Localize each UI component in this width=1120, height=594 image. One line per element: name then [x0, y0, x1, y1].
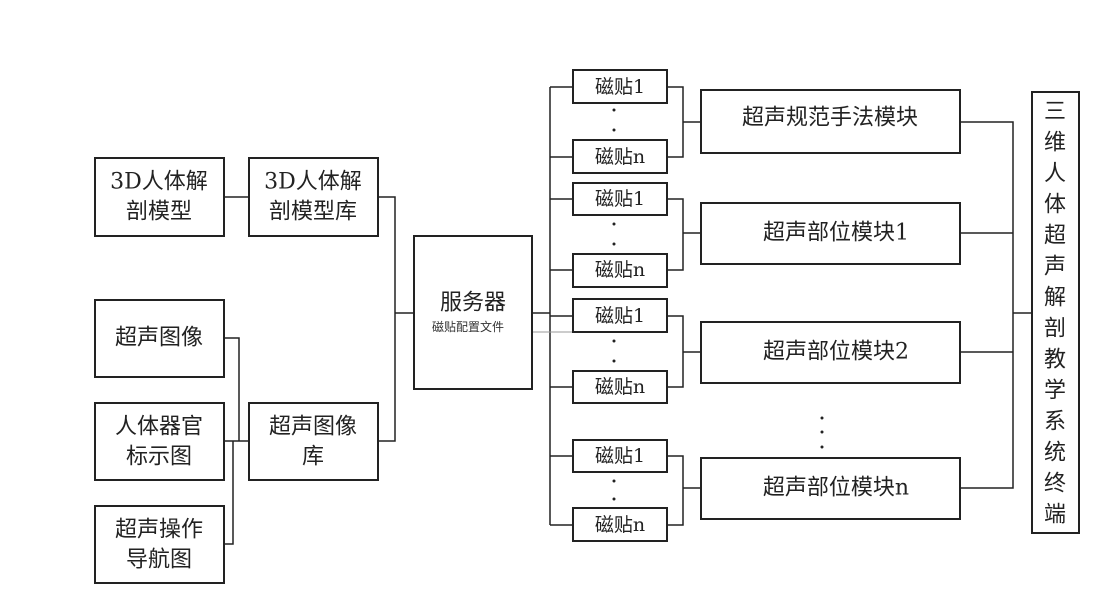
- label: 人体器官: [115, 415, 203, 440]
- terminal-char: 教: [1044, 348, 1066, 373]
- label: 超声图像: [115, 326, 203, 351]
- terminal-char: 人: [1044, 162, 1066, 187]
- terminal-char: 声: [1044, 255, 1066, 280]
- tile-group-3: 磁贴1 磁贴n: [572, 298, 668, 404]
- tile-1: 磁贴1: [595, 76, 645, 98]
- server-subtitle: 磁贴配置文件: [432, 319, 504, 334]
- box-ultrasound-image: 超声图像: [94, 299, 225, 378]
- ellipsis-dot: [612, 359, 616, 363]
- tile-1: 磁贴1: [595, 188, 645, 210]
- module-standard-technique: 超声规范手法模块: [700, 89, 961, 154]
- connectors-left: [224, 196, 414, 545]
- box-organ-diagram: 人体器官 标示图: [94, 402, 225, 481]
- tile-n: 磁贴n: [595, 146, 645, 168]
- connectors-right: [478, 86, 1032, 526]
- label: 导航图: [126, 548, 192, 573]
- label: 标示图: [126, 445, 192, 470]
- module-site-n: 超声部位模块n: [700, 457, 961, 520]
- tile-group-2: 磁贴1 磁贴n: [572, 182, 668, 288]
- label: 超声图像: [269, 415, 357, 440]
- label: 剖模型: [126, 200, 192, 225]
- ellipsis-dot: [820, 416, 824, 420]
- label: 超声操作: [115, 518, 203, 543]
- terminal-char: 系: [1044, 410, 1066, 435]
- ellipsis-dot: [612, 479, 616, 483]
- ellipsis-dot: [612, 339, 616, 343]
- label: 超声规范手法模块: [742, 106, 918, 131]
- label: 3D人体解: [264, 170, 362, 195]
- module-site-2: 超声部位模块2: [700, 321, 961, 384]
- terminal-char: 维: [1044, 131, 1066, 156]
- box-image-library: 超声图像 库: [248, 402, 379, 481]
- tile-1: 磁贴1: [595, 305, 645, 327]
- ellipsis-dot: [820, 445, 824, 449]
- ellipsis-dot: [820, 430, 824, 434]
- box-server: 服务器 磁贴配置文件: [413, 235, 533, 390]
- ellipsis-dot: [612, 222, 616, 226]
- label: 3D人体解: [110, 170, 208, 195]
- label: 超声部位模块2: [763, 340, 909, 365]
- box-3d-model-library: 3D人体解 剖模型库: [248, 157, 379, 237]
- label: 超声部位模块1: [763, 221, 909, 246]
- ellipsis-dot: [612, 128, 616, 132]
- tile-n: 磁贴n: [595, 376, 645, 398]
- terminal-char: 终: [1044, 472, 1066, 497]
- terminal-char: 统: [1044, 441, 1066, 466]
- terminal-char: 超: [1044, 224, 1066, 249]
- label: 库: [302, 445, 324, 470]
- terminal-char: 剖: [1044, 317, 1066, 342]
- tile-n: 磁贴n: [595, 514, 645, 536]
- ellipsis-dot: [612, 108, 616, 112]
- terminal-char: 解: [1044, 286, 1066, 311]
- terminal-char: 体: [1044, 193, 1066, 218]
- label: 剖模型库: [269, 200, 357, 225]
- ellipsis-dot: [612, 497, 616, 501]
- box-3d-model: 3D人体解 剖模型: [94, 157, 225, 237]
- box-operation-nav: 超声操作 导航图: [94, 505, 225, 584]
- ellipsis-dot: [612, 242, 616, 246]
- tile-group-1: 磁贴1 磁贴n: [572, 69, 668, 174]
- module-site-1: 超声部位模块1: [700, 202, 961, 265]
- tile-1: 磁贴1: [595, 445, 645, 467]
- tile-n: 磁贴n: [595, 259, 645, 281]
- tile-group-4: 磁贴1 磁贴n: [572, 439, 668, 542]
- server-title: 服务器: [440, 291, 506, 316]
- label: 超声部位模块n: [763, 476, 909, 501]
- terminal-char: 学: [1044, 379, 1066, 404]
- terminal-char: 端: [1044, 503, 1066, 528]
- terminal-char: 三: [1044, 100, 1066, 125]
